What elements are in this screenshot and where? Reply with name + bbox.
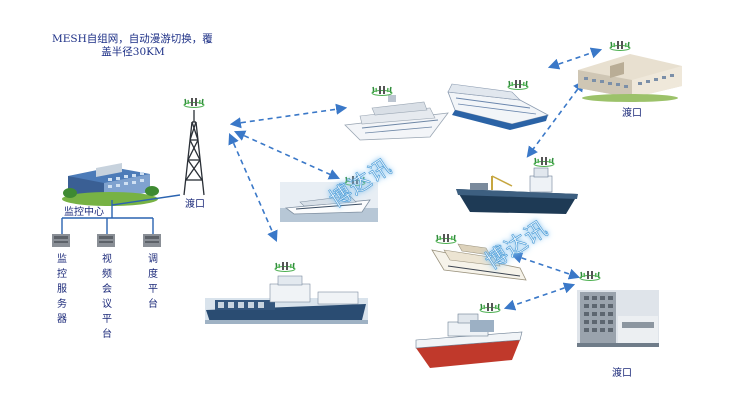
monitor-center-label: 监控中心	[64, 203, 104, 218]
server-icon-video	[97, 234, 115, 247]
ferry-label-bottom-right: 渡口	[612, 364, 632, 379]
motor-yacht-antenna-icon	[436, 234, 456, 244]
car-ferry-antenna-icon	[275, 262, 295, 272]
cargo-ship	[456, 168, 578, 214]
dispatch-platform-label: 调度平台	[147, 252, 159, 312]
cargo-ship-antenna-icon	[534, 157, 554, 167]
link-tower-ferry	[230, 135, 276, 240]
ferry-label-top-right: 渡口	[622, 104, 642, 119]
monitor-server-label: 监控服务器	[56, 252, 68, 327]
patrol-ship	[416, 314, 522, 368]
server-icon-monitor	[52, 234, 70, 247]
car-ferry	[205, 276, 368, 324]
link-building-patrol	[506, 285, 573, 308]
tower-antenna-icon	[184, 98, 204, 108]
cruise-ship	[345, 95, 448, 140]
ferry-building-bottom-right	[577, 290, 659, 347]
ferry-building-top-right	[578, 54, 682, 102]
cruise-ship-antenna-icon	[372, 86, 392, 96]
liner-ship	[448, 84, 548, 130]
patrol-ship-antenna-icon	[480, 303, 500, 313]
building-bottom-antenna-icon	[580, 271, 600, 281]
link-tower-yacht	[236, 132, 338, 178]
video-conference-label: 视频会议平台	[101, 252, 113, 342]
liner-antenna-icon	[508, 80, 528, 90]
radio-tower	[184, 110, 204, 195]
server-icon-dispatch	[143, 234, 161, 247]
link-ship-building	[550, 50, 600, 67]
building-top-antenna-icon	[610, 41, 630, 51]
ferry-label-left: 渡口	[185, 195, 205, 210]
link-tower-cruise	[232, 108, 345, 124]
